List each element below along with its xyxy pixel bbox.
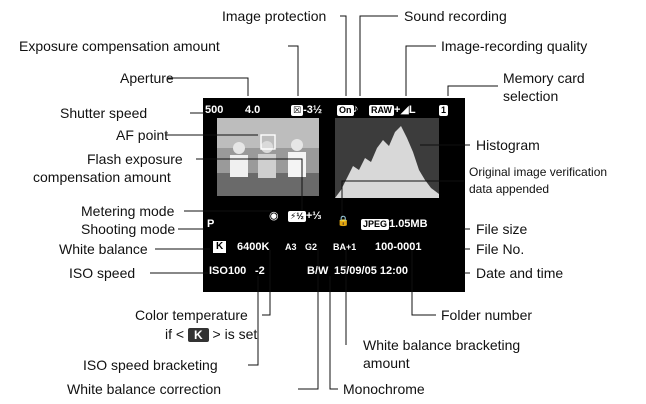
wb-correction-a: A3 xyxy=(285,242,297,252)
camera-lcd-screen: 500 4.0 ☒-3½ On ♪ RAW+◢L 1 xyxy=(203,98,465,292)
label-color-temp-line2: if < K > is set xyxy=(165,326,258,342)
white-balance-indicator: K xyxy=(213,240,227,253)
label-white-balance: White balance xyxy=(59,241,148,257)
label-color-temp-line1: Color temperature xyxy=(135,307,248,323)
label-histogram: Histogram xyxy=(476,137,540,153)
label-file-size: File size xyxy=(476,221,528,237)
wb-correction-b: G2 xyxy=(305,242,318,252)
image-quality: RAW+◢L xyxy=(369,104,416,116)
label-image-recording-quality: Image-recording quality xyxy=(441,38,588,54)
exposure-comp-icon: ☒ xyxy=(291,105,304,116)
label-image-protection: Image protection xyxy=(222,8,327,24)
label-af-point: AF point xyxy=(116,127,169,143)
label-sound-recording: Sound recording xyxy=(404,8,507,24)
lock-icon: 🔒 xyxy=(337,216,350,227)
label-wb-bracketing-line1: White balance bracketing xyxy=(363,337,521,353)
color-temp-value: 6400K xyxy=(237,241,270,253)
label-flash-comp-line2: compensation amount xyxy=(33,169,171,185)
flash-comp-icon: ⚡½ xyxy=(288,211,306,222)
label-date-and-time: Date and time xyxy=(476,265,564,281)
protect-indicator: On xyxy=(337,104,354,116)
protect-icon: On xyxy=(337,105,354,116)
wb-k-icon: K xyxy=(213,241,227,253)
label-shooting-mode: Shooting mode xyxy=(81,221,176,237)
label-metering-mode: Metering mode xyxy=(81,203,175,219)
photo-thumbnail xyxy=(217,118,319,196)
label-flash-comp-line1: Flash exposure xyxy=(87,151,183,167)
exposure-compensation: ☒-3½ xyxy=(291,104,323,116)
aperture-value: 4.0 xyxy=(245,104,261,116)
flash-comp-value: ⚡½+⅓ xyxy=(288,210,322,222)
iso-bracketing-value: -2 xyxy=(255,265,265,277)
label-folder-number: Folder number xyxy=(441,307,533,323)
label-wb-bracketing-line2: amount xyxy=(363,355,410,371)
shutter-speed-value: 500 xyxy=(205,104,224,116)
label-file-no: File No. xyxy=(476,241,525,257)
label-monochrome: Monochrome xyxy=(343,381,425,397)
k-badge-icon: K xyxy=(187,328,209,342)
wb-bracketing-value: BA+1 xyxy=(333,242,357,252)
label-memory-card-line2: selection xyxy=(503,88,559,104)
label-iso-speed: ISO speed xyxy=(69,265,136,281)
label-shutter-speed: Shutter speed xyxy=(60,105,148,121)
label-memory-card-line1: Memory card xyxy=(503,70,585,86)
label-aperture: Aperture xyxy=(120,70,174,86)
label-verification-line2: data appended xyxy=(469,182,550,196)
shooting-mode-value: P xyxy=(207,218,215,230)
memory-card-indicator: 1 xyxy=(439,104,449,116)
card-icon: 1 xyxy=(439,105,449,116)
iso-value: ISO100 xyxy=(209,265,247,277)
file-no-value: 100-0001 xyxy=(375,241,422,253)
af-point-marker xyxy=(260,134,276,150)
datetime-value: 15/09/05 12:00 xyxy=(334,265,409,277)
label-iso-bracketing: ISO speed bracketing xyxy=(83,357,218,373)
jpeg-icon: JPEG xyxy=(361,219,390,230)
histogram-graph xyxy=(335,118,439,198)
metering-mode-icon: ◉ xyxy=(269,210,279,222)
label-wb-correction: White balance correction xyxy=(67,381,222,397)
sound-icon: ♪ xyxy=(353,103,359,115)
label-verification-line1: Original image verification xyxy=(469,165,608,179)
label-exposure-compensation: Exposure compensation amount xyxy=(19,38,220,54)
raw-icon: RAW xyxy=(369,105,394,116)
